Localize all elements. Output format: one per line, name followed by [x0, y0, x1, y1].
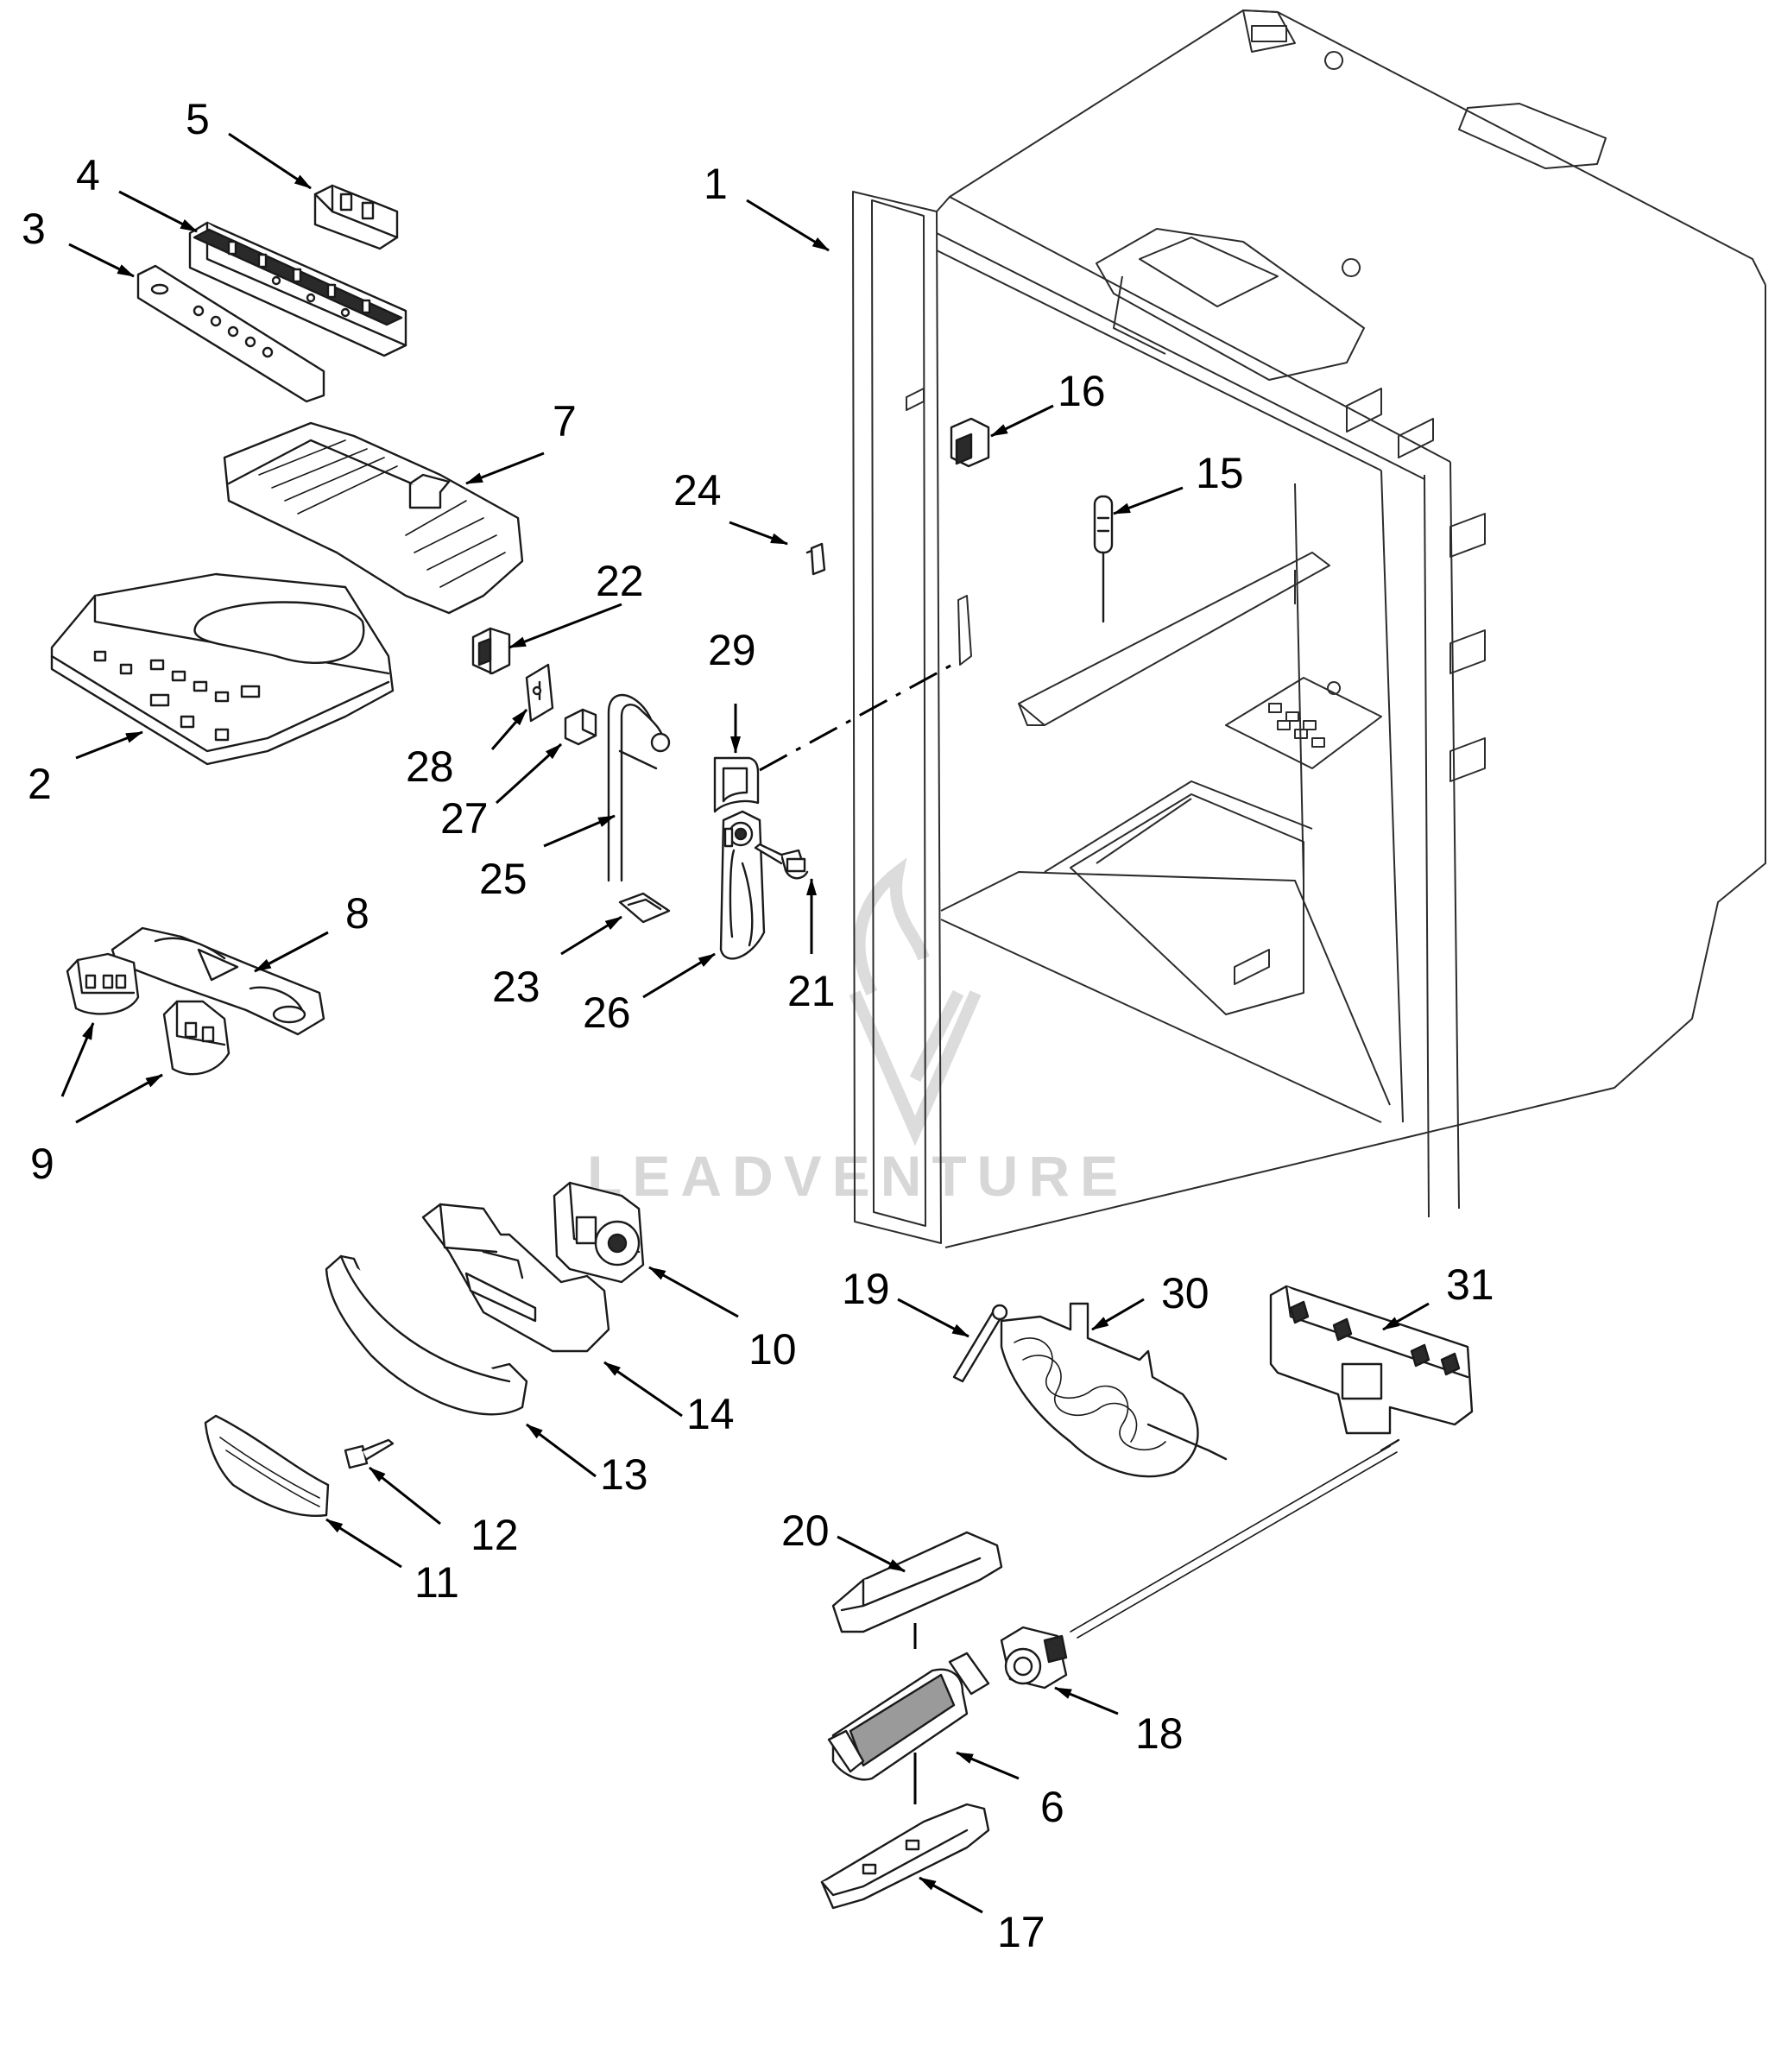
callout-3: 3: [22, 205, 46, 253]
part-10-fan-motor: [553, 1181, 645, 1284]
part-4-control-housing: [188, 221, 407, 357]
callout-15: 15: [1196, 449, 1244, 497]
part-19-tube: [952, 1304, 1008, 1383]
part-30-heater-tray: [1000, 1302, 1228, 1478]
callout-13: 13: [600, 1450, 648, 1499]
part-14-duct: [421, 1203, 610, 1353]
part-28-bracket: [525, 663, 554, 723]
callout-24: 24: [673, 466, 722, 515]
callout-26: 26: [583, 989, 631, 1037]
part-13-front-cover: [325, 1254, 528, 1416]
part-9-knob-left: [66, 952, 140, 1015]
watermark-text: LEADVENTURE: [587, 1144, 1128, 1208]
part-1-cabinet-liner: [852, 9, 1766, 1248]
part-5-cover: [313, 184, 399, 250]
callout-28: 28: [406, 742, 454, 791]
callout-27: 27: [440, 794, 489, 843]
leader-arrows: [60, 132, 1430, 1914]
part-8-duct-cover: [111, 926, 325, 1036]
part-9-knob-right: [162, 1000, 231, 1076]
callout-29: 29: [708, 626, 756, 674]
part-18-wire-harness: [1000, 1438, 1400, 1690]
callout-31: 31: [1446, 1260, 1494, 1309]
part-2-crisper-pan-cover: [50, 572, 395, 766]
callout-21: 21: [787, 967, 836, 1015]
callout-18: 18: [1135, 1709, 1184, 1758]
part-11-grille: [204, 1414, 330, 1517]
callout-23: 23: [492, 963, 540, 1011]
callout-14: 14: [686, 1390, 735, 1438]
callout-19: 19: [842, 1265, 890, 1313]
part-16-light-switch: [950, 417, 990, 468]
part-26-damper-housing: [719, 810, 766, 960]
part-27-block: [564, 708, 597, 746]
callout-7: 7: [553, 397, 577, 445]
callout-30: 30: [1161, 1269, 1209, 1317]
callout-17: 17: [997, 1908, 1045, 1956]
assembly-centerline: [759, 659, 961, 772]
callout-10: 10: [748, 1325, 797, 1374]
part-3-label-overlay: [136, 264, 325, 403]
callout-11: 11: [414, 1558, 459, 1607]
part-23-clip: [618, 892, 671, 924]
callout-12: 12: [471, 1511, 519, 1559]
callout-16: 16: [1058, 367, 1106, 415]
part-7-crisper-cover: [223, 421, 524, 615]
part-12-screw: [344, 1438, 395, 1469]
callout-6: 6: [1040, 1783, 1064, 1831]
part-17-filter-housing: [820, 1803, 990, 1910]
part-20-filter-cover: [831, 1531, 1003, 1633]
callout-8: 8: [345, 889, 369, 938]
part-22-switch: [471, 627, 511, 675]
callout-25: 25: [479, 855, 527, 903]
part-31-heater-harness: [1269, 1285, 1474, 1435]
callout-2: 2: [28, 760, 52, 808]
callout-1: 1: [704, 160, 728, 208]
part-15-thermistor: [1093, 495, 1114, 623]
watermark-logo: [849, 857, 982, 1147]
part-24-clip: [805, 542, 826, 576]
callout-5: 5: [186, 95, 210, 143]
callout-22: 22: [596, 557, 644, 605]
part-25-tube: [607, 693, 671, 882]
part-21-screw: [754, 843, 809, 880]
part-6-water-filter: [827, 1652, 990, 1781]
callout-4: 4: [76, 151, 100, 199]
callout-9: 9: [30, 1140, 54, 1188]
callout-20: 20: [781, 1507, 830, 1555]
part-29-gasket: [713, 756, 760, 813]
